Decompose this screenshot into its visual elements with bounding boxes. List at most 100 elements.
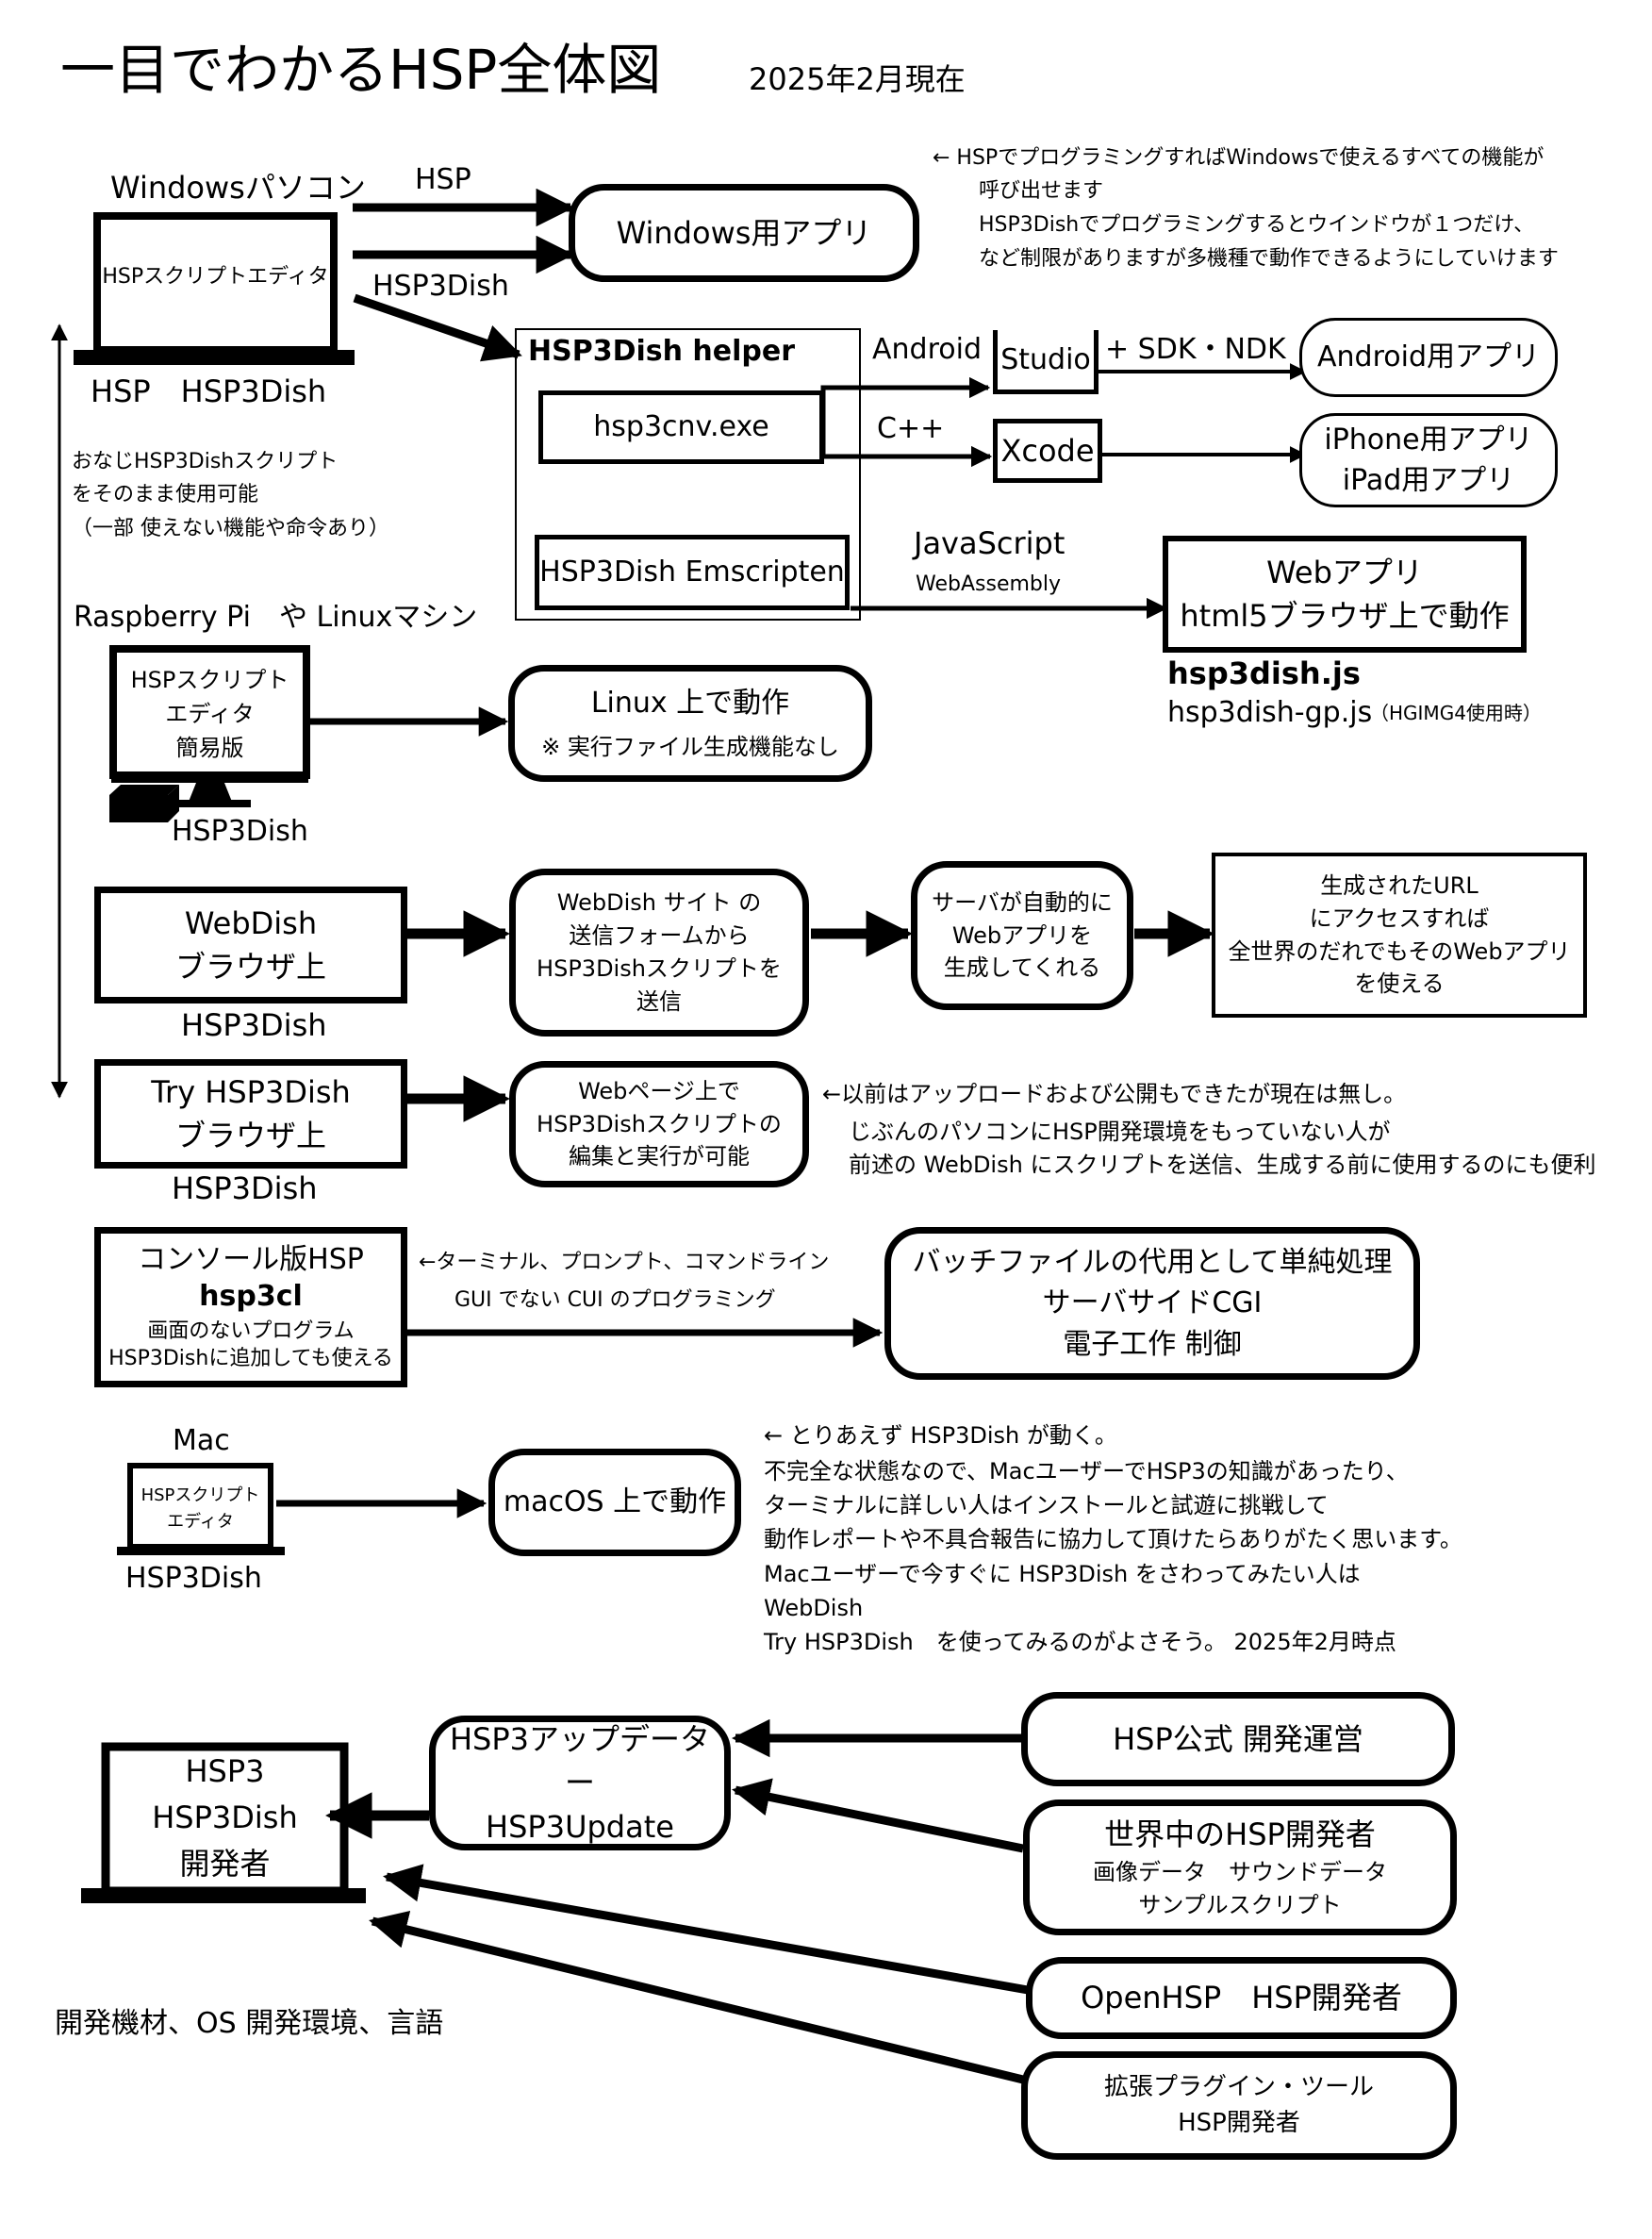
windows-app-box: Windows用アプリ: [569, 184, 919, 282]
mac-note-4: 動作レポートや不具合報告に協力して頂けたらありがたく思います。: [764, 1526, 1462, 1552]
mac-note-5: Macユーザーで今すぐに HSP3Dish をさわってみたい人は: [764, 1561, 1361, 1587]
web-app-subtitle: html5ブラウザ上で動作: [1180, 598, 1510, 634]
mac-target-label: macOS 上で動作: [503, 1485, 727, 1519]
web-app-box: Webアプリ html5ブラウザ上で動作: [1163, 536, 1527, 653]
hsp3cnv-label: hsp3cnv.exe: [593, 410, 769, 444]
try-note-1: ←以前はアップロードおよび公開もできたが現在は無し。: [822, 1081, 1407, 1107]
mac-note-7: Try HSP3Dish を使ってみるのがよさそう。 2025年2月時点: [764, 1629, 1396, 1655]
page-title: 一目でわかるHSP全体図: [60, 38, 662, 102]
console-arrow-note-1: ←ターミナル、プロンプト、コマンドライン: [419, 1251, 830, 1274]
webdish-step1-line-4: 送信: [636, 987, 682, 1015]
dev-footer-note: 開発機材、OS 開発環境、言語: [55, 2007, 444, 2040]
linux-target-note: ※ 実行ファイル生成機能なし: [541, 734, 839, 761]
try-target-line-2: HSP3Dishスクリプトの: [537, 1110, 782, 1137]
mac-foot-label: HSP3Dish: [125, 1562, 262, 1595]
plugin-title: 拡張プラグイン・ツール: [1103, 2072, 1374, 2101]
mac-note-1: ← とりあえず HSP3Dish が動く。: [764, 1422, 1117, 1449]
mac-target-box: macOS 上で動作: [488, 1449, 741, 1556]
webdish-box: WebDish ブラウザ上: [94, 887, 407, 1003]
android-app-box: Android用アプリ: [1299, 318, 1558, 397]
webdish-step3-line-1: 生成されたURL: [1320, 871, 1479, 899]
official-box: HSP公式 開発運営: [1021, 1692, 1455, 1786]
mac-editor-line-2: エディタ: [167, 1512, 234, 1532]
console-name: hsp3cl: [199, 1280, 303, 1314]
try-foot-label: HSP3Dish: [172, 1170, 318, 1206]
mac-note-6: WebDish: [764, 1595, 864, 1621]
sdk-ndk-label: + SDK・NDK: [1105, 333, 1286, 366]
developer-laptop-label: HSP3 HSP3Dish 開発者: [109, 1749, 340, 1887]
try-target-box: Webページ上で HSP3Dishスクリプトの 編集と実行が可能: [509, 1061, 809, 1187]
world-developers-sub-1: 画像データ サウンドデータ: [1093, 1859, 1387, 1886]
console-target-line-1: バッチファイルの代用として単純処理: [912, 1245, 1393, 1279]
compat-note-2: をそのまま使用可能: [72, 483, 259, 506]
hgimg4-note: （HGIMG4使用時）: [1370, 702, 1542, 724]
windows-editor-label: HSPスクリプトエディタ: [102, 265, 329, 289]
console-target-line-2: サーバサイドCGI: [1042, 1286, 1263, 1320]
hsp3cnv-box: hsp3cnv.exe: [538, 390, 824, 464]
webdish-step2-line-3: 生成してくれる: [943, 954, 1101, 982]
console-target-line-3: 電子工作 制御: [1063, 1327, 1242, 1361]
world-developers-sub-2: サンプルスクリプト: [1138, 1892, 1342, 1919]
android-app-label: Android用アプリ: [1317, 340, 1540, 374]
webdish-step2-line-2: Webアプリを: [951, 921, 1093, 949]
try-hsp3dish-box: Try HSP3Dish ブラウザ上: [94, 1059, 407, 1169]
arrow-world-to-updater: [732, 1778, 1024, 1853]
updater-subtitle: HSP3Update: [486, 1808, 674, 1845]
mac-note-2: 不完全な状態なので、MacユーザーでHSP3の知識があったり、: [764, 1458, 1409, 1484]
console-target-box: バッチファイルの代用として単純処理 サーバサイドCGI 電子工作 制御: [884, 1227, 1420, 1380]
windows-app-label: Windows用アプリ: [616, 214, 872, 251]
linux-editor-label: HSPスクリプト エディタ 簡易版: [117, 663, 303, 765]
plugin-box: 拡張プラグイン・ツール HSP開発者: [1021, 2051, 1457, 2160]
developer-label-line-3: 開発者: [179, 1846, 271, 1882]
arrow-hsp3dish-label: HSP3Dish: [372, 270, 509, 303]
linux-target-label: Linux 上で動作: [590, 686, 790, 720]
openhsp-label: OpenHSP HSP開発者: [1081, 1980, 1402, 2016]
openhsp-box: OpenHSP HSP開発者: [1026, 1957, 1457, 2039]
windows-note-1: ← HSPでプログラミングすればWindowsで使えるすべての機能が: [933, 146, 1545, 170]
linux-foot-label: HSP3Dish: [172, 815, 308, 848]
webdish-step-share: 生成されたURL にアクセスすれば 全世界のだれでもそのWebアプリ を使える: [1212, 853, 1587, 1018]
console-desc-1: 画面のないプログラム: [147, 1319, 355, 1344]
webdish-box-subtitle: ブラウザ上: [174, 949, 326, 985]
emscripten-label: HSP3Dish Emscripten: [539, 556, 845, 589]
linux-target-box: Linux 上で動作 ※ 実行ファイル生成機能なし: [508, 665, 872, 782]
webassembly-label: WebAssembly: [916, 572, 1061, 596]
developer-label-line-1: HSP3: [185, 1753, 265, 1789]
as-of-date: 2025年2月現在: [749, 61, 966, 97]
updater-title: HSP3アップデーター: [449, 1720, 711, 1801]
hsp3dish-js-label: hsp3dish.js: [1167, 655, 1361, 691]
mac-laptop-icon: [117, 1463, 285, 1555]
webdish-step3-line-4: を使える: [1354, 970, 1445, 998]
arrow-hsp-label: HSP: [415, 163, 471, 196]
windows-foot-label: HSP HSP3Dish: [91, 373, 327, 409]
android-studio-label: Android: [872, 333, 982, 366]
world-developers-box: 世界中のHSP開発者 画像データ サウンドデータ サンプルスクリプト: [1023, 1799, 1457, 1935]
compat-note-1: おなじHSP3Dishスクリプト: [72, 450, 339, 473]
web-app-title: Webアプリ: [1266, 554, 1423, 590]
ipad-app-label: iPad用アプリ: [1342, 464, 1515, 497]
iphone-app-label: iPhone用アプリ: [1324, 423, 1533, 456]
webdish-step-submit: WebDish サイト の 送信フォームから HSP3Dishスクリプトを 送信: [509, 869, 809, 1037]
webdish-step-generate: サーバが自動的に Webアプリを 生成してくれる: [911, 861, 1133, 1010]
mac-label: Mac: [173, 1424, 230, 1457]
hsp3dish-gp-js-label: hsp3dish-gp.js: [1167, 696, 1373, 729]
linux-editor-line-1: HSPスクリプト: [130, 667, 289, 693]
windows-label: Windowsパソコン: [110, 170, 366, 206]
windows-note-2: 呼び出せます: [979, 179, 1104, 203]
console-desc-2: HSP3Dishに追加しても使える: [108, 1347, 393, 1370]
plugin-subtitle: HSP開発者: [1178, 2108, 1300, 2137]
mac-editor-label: HSPスクリプト エディタ: [133, 1483, 268, 1535]
cpp-label: C++: [877, 412, 945, 445]
linux-editor-line-3: 簡易版: [175, 735, 244, 761]
studio-box: Studio: [993, 330, 1099, 394]
developer-laptop-icon: [81, 1742, 366, 1903]
console-hsp-box: コンソール版HSP hsp3cl 画面のないプログラム HSP3Dishに追加し…: [94, 1227, 407, 1387]
try-box-subtitle: ブラウザ上: [174, 1118, 326, 1153]
webdish-step2-line-1: サーバが自動的に: [932, 888, 1113, 916]
xcode-label: Xcode: [1000, 432, 1095, 469]
emscripten-box: HSP3Dish Emscripten: [535, 535, 850, 610]
try-target-line-3: 編集と実行が可能: [569, 1143, 750, 1170]
world-developers-title: 世界中のHSP開発者: [1104, 1816, 1376, 1852]
try-target-line-1: Webページ上で: [578, 1077, 740, 1104]
